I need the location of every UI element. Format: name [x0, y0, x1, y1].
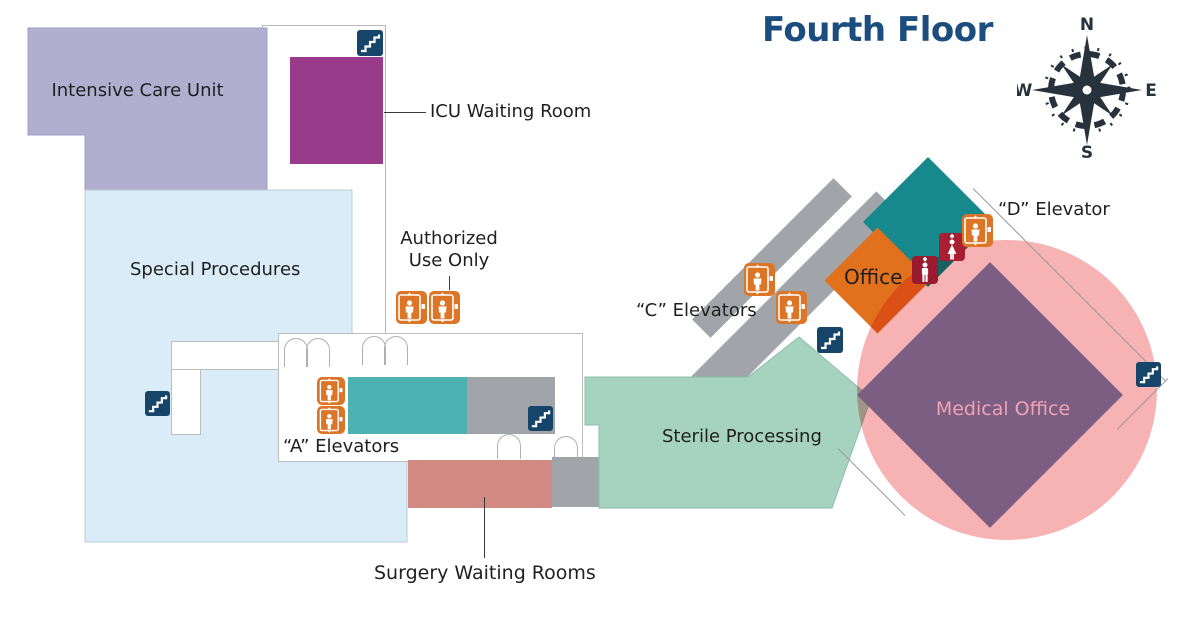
icu-waiting-leader-line [384, 112, 426, 113]
compass-south-label: S [1081, 143, 1093, 160]
gray-corridor-segment [552, 457, 603, 507]
office-label: Office [844, 265, 903, 289]
restroom-men-icon [912, 256, 938, 284]
elevator-icon [962, 214, 993, 247]
surgery-waiting-label: Surgery Waiting Rooms [374, 562, 596, 584]
door-arc [497, 434, 521, 459]
d-elevator-label: “D” Elevator [998, 199, 1110, 220]
a-elevators-label: “A” Elevators [283, 436, 400, 457]
elevator-icon [317, 377, 345, 405]
restroom-women-icon [939, 233, 965, 261]
icu-waiting-label: ICU Waiting Room [430, 101, 592, 122]
elevator-icon [429, 291, 460, 324]
compass-rose-icon: N E S W [1017, 15, 1157, 160]
sterile-processing-label: Sterile Processing [662, 426, 822, 447]
elevator-icon [744, 263, 775, 296]
stairs-icon [817, 327, 843, 353]
stairs-icon [357, 30, 383, 56]
medical-office-label: Medical Office [935, 398, 1071, 420]
icu-label: Intensive Care Unit [51, 80, 224, 101]
c-elevators-label: “C” Elevators [636, 300, 757, 321]
elevator-icon [776, 291, 807, 324]
compass-east-label: E [1145, 81, 1157, 101]
authorized-leader-line [449, 276, 450, 290]
door-arc [306, 338, 330, 367]
stairs-icon [528, 406, 553, 431]
compass-west-label: W [1017, 81, 1033, 101]
elevator-icon [317, 406, 345, 434]
stairs-icon [1136, 362, 1161, 387]
surgery-leader-line [484, 497, 485, 558]
stairs-icon [145, 391, 170, 416]
door-arc [554, 436, 578, 459]
special-procedures-label: Special Procedures [130, 259, 301, 280]
teal-corridor-segment [348, 377, 467, 434]
authorized-use-only-label: Authorized Use Only [400, 228, 498, 271]
page-title: Fourth Floor [762, 10, 993, 50]
compass-north-label: N [1080, 15, 1094, 35]
door-arc [384, 336, 408, 365]
surgery-waiting-shape [408, 460, 552, 508]
icu-waiting-room-shape [290, 57, 383, 164]
elevator-icon [396, 291, 427, 324]
